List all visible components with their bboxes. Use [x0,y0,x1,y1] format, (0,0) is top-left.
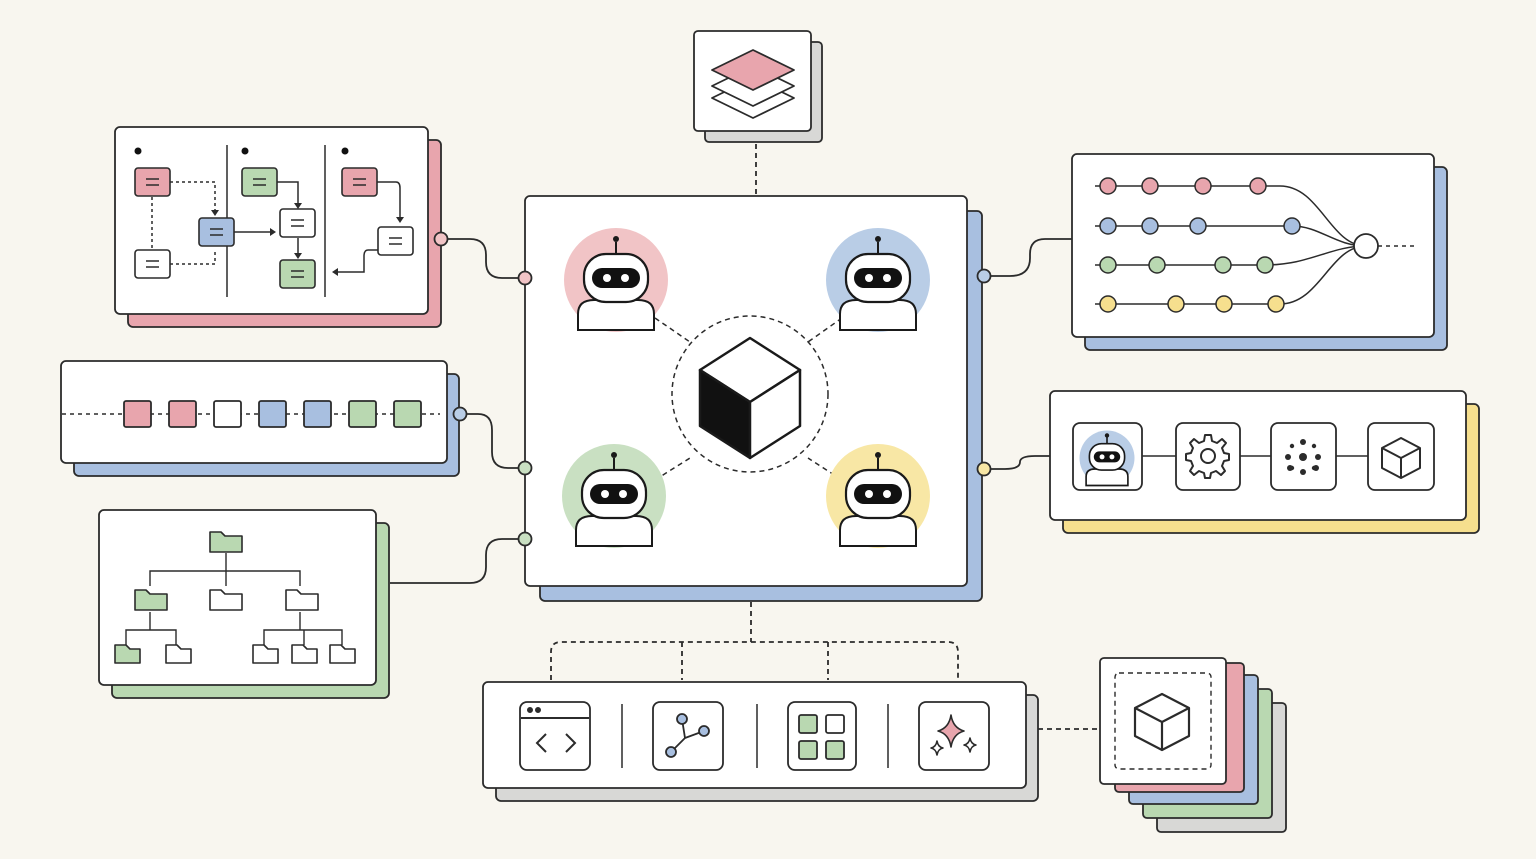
robot-icon[interactable] [1079,430,1135,487]
token-sequence-panel[interactable] [60,360,468,477]
robot-icon[interactable] [826,444,930,548]
tool-chain-panel[interactable] [1049,390,1480,534]
robot-icon[interactable] [562,444,666,548]
gear-icon[interactable] [1185,434,1230,479]
flowchart-panel[interactable] [114,126,449,328]
connector-tree [390,538,525,584]
cube-icon[interactable] [1381,437,1421,479]
connector-streams [984,238,1072,277]
layers-icon [711,49,795,119]
sparkles-icon[interactable] [930,714,977,756]
cube-icon [698,336,802,460]
connectors [390,144,1100,730]
folder-tree-panel[interactable] [98,509,390,699]
hub-panel[interactable] [517,195,992,602]
connector-flowchart [441,238,525,279]
cube-orbit [671,315,829,473]
connector-bottom [550,602,959,680]
agent-links [654,317,843,481]
code-window-icon[interactable] [521,707,589,753]
connector-tokens [460,413,525,469]
tools-panel[interactable] [482,681,1039,802]
layers-panel[interactable] [693,30,823,143]
hub-ports [517,268,992,547]
merging-streams-panel[interactable] [1071,153,1448,351]
cube-icon [1133,692,1191,752]
dots-icon[interactable] [1285,439,1321,475]
graph-nodes-icon[interactable] [665,713,710,758]
robot-icon[interactable] [826,228,930,332]
stacked-cards[interactable] [1099,657,1287,833]
robot-icon[interactable] [564,228,668,332]
connector-toolchain [984,455,1050,470]
grid-icon[interactable] [798,714,845,760]
